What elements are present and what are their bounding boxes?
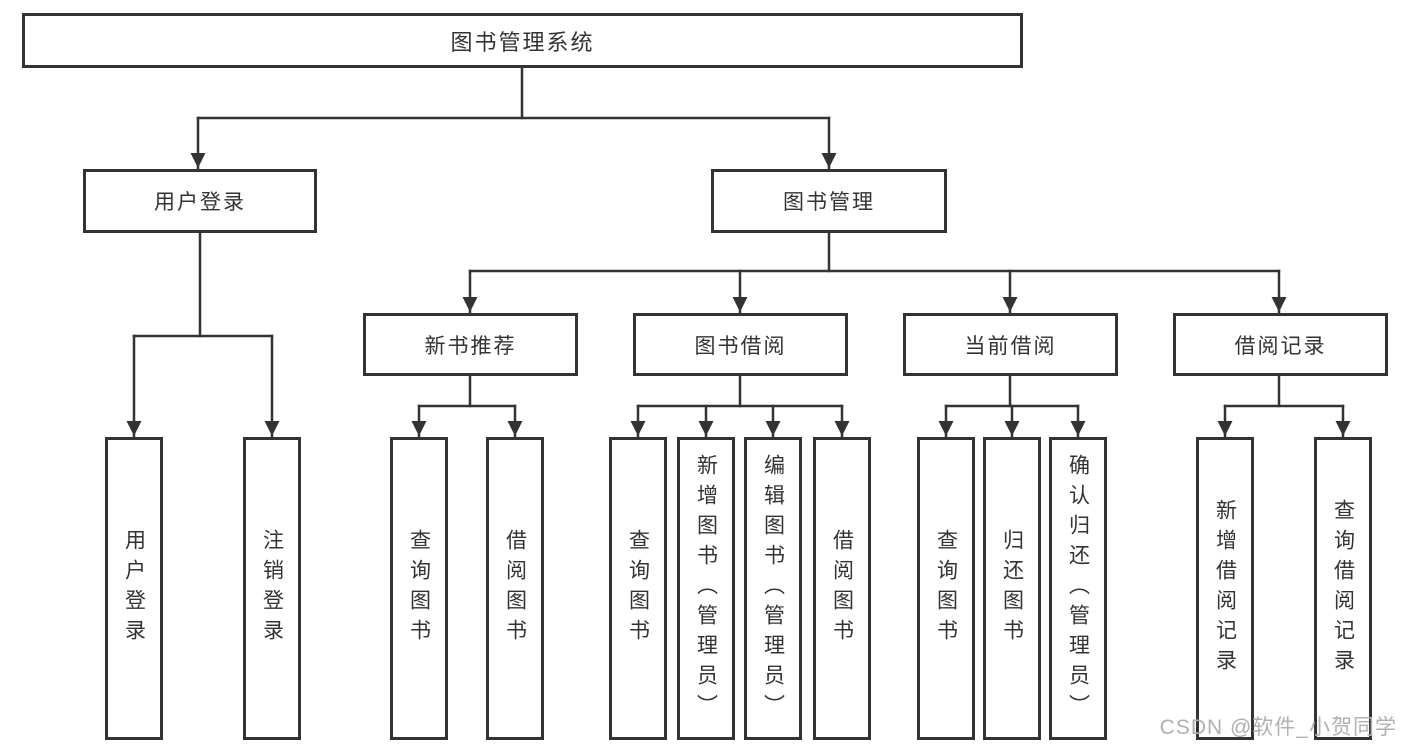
node-book-borrow: 图书借阅 — [633, 313, 848, 376]
node-borrow-records: 借阅记录 — [1173, 313, 1388, 376]
leaf-borrow-borrow-books-label: 借阅图书 — [830, 528, 854, 649]
leaf-borrow-edit-books-admin: 编辑图书（管理员） — [744, 437, 802, 740]
leaf-borrow-query-books-label: 查询图书 — [626, 528, 650, 649]
leaf-current-confirm-return-admin: 确认归还（管理员） — [1049, 437, 1107, 740]
node-book-management: 图书管理 — [711, 169, 947, 233]
leaf-logout-label: 注销登录 — [260, 528, 284, 649]
leaf-records-query-record: 查询借阅记录 — [1314, 437, 1372, 740]
leaf-newbook-query-books-label: 查询图书 — [407, 528, 431, 649]
node-new-book-recommend-label: 新书推荐 — [424, 334, 517, 358]
leaf-records-add-record: 新增借阅记录 — [1196, 437, 1254, 740]
leaf-borrow-add-books-admin: 新增图书（管理员） — [677, 437, 735, 740]
leaf-borrow-borrow-books: 借阅图书 — [813, 437, 871, 740]
leaf-borrow-edit-books-admin-label: 编辑图书（管理员） — [761, 453, 785, 724]
node-borrow-records-label: 借阅记录 — [1234, 334, 1327, 358]
watermark: CSDN @软件_小贺同学 — [1159, 716, 1397, 739]
node-current-borrow-label: 当前借阅 — [964, 334, 1057, 358]
node-new-book-recommend: 新书推荐 — [363, 313, 578, 376]
leaf-current-return-books: 归还图书 — [983, 437, 1041, 740]
leaf-newbook-borrow-books: 借阅图书 — [486, 437, 544, 740]
leaf-logout: 注销登录 — [243, 437, 301, 740]
node-root-system-label: 图书管理系统 — [450, 29, 595, 55]
node-current-borrow: 当前借阅 — [903, 313, 1118, 376]
leaf-newbook-borrow-books-label: 借阅图书 — [503, 528, 527, 649]
node-book-borrow-label: 图书借阅 — [694, 334, 787, 358]
node-user-login: 用户登录 — [83, 169, 317, 233]
leaf-user-login: 用户登录 — [105, 437, 163, 740]
leaf-current-return-books-label: 归还图书 — [1000, 528, 1024, 649]
leaf-current-query-books: 查询图书 — [917, 437, 975, 740]
leaf-newbook-query-books: 查询图书 — [390, 437, 448, 740]
leaf-current-query-books-label: 查询图书 — [934, 528, 958, 649]
node-root-system: 图书管理系统 — [22, 13, 1023, 68]
leaf-borrow-add-books-admin-label: 新增图书（管理员） — [694, 453, 718, 724]
leaf-current-confirm-return-admin-label: 确认归还（管理员） — [1066, 453, 1090, 724]
node-user-login-label: 用户登录 — [154, 191, 246, 214]
leaf-borrow-query-books: 查询图书 — [609, 437, 667, 740]
leaf-records-query-record-label: 查询借阅记录 — [1331, 498, 1355, 679]
node-book-management-label: 图书管理 — [783, 191, 875, 214]
leaf-records-add-record-label: 新增借阅记录 — [1213, 498, 1237, 679]
leaf-user-login-label: 用户登录 — [122, 528, 146, 649]
